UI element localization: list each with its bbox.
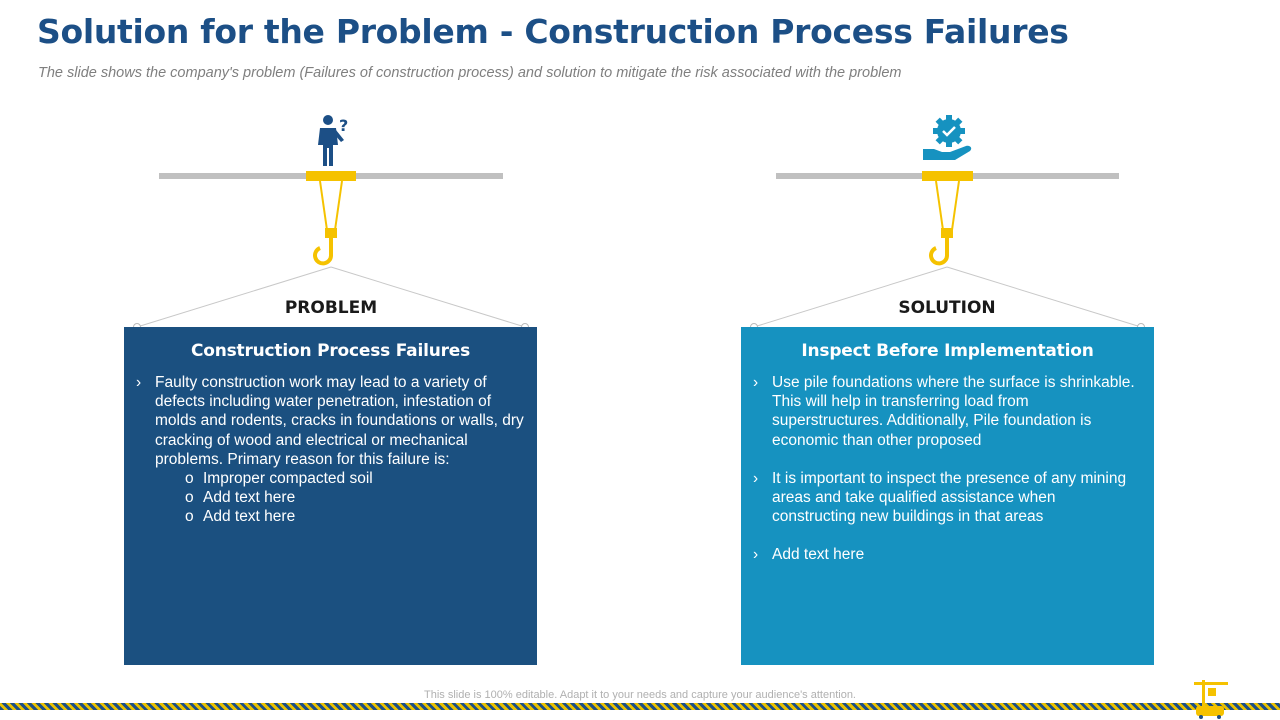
chevron-right-icon: › xyxy=(753,469,759,487)
chevron-right-icon: › xyxy=(136,374,142,391)
list-item: › Add text here xyxy=(753,545,1142,564)
slide-title: Solution for the Problem - Construction … xyxy=(37,12,1069,51)
list-item: Add text here xyxy=(185,488,525,507)
solution-bullet-text: Add text here xyxy=(772,546,865,564)
footer-note: This slide is 100% editable. Adapt it to… xyxy=(424,689,856,701)
chevron-right-icon: › xyxy=(753,374,759,391)
problem-heading: Construction Process Failures xyxy=(190,341,471,361)
solution-label: SOLUTION xyxy=(898,298,996,318)
problem-hook-icon xyxy=(313,238,333,266)
crane-logo-icon xyxy=(1194,680,1228,719)
solution-heading: Inspect Before Implementation xyxy=(801,341,1094,361)
problem-card: Construction Process Failures › Faulty c… xyxy=(124,327,537,665)
solution-crane xyxy=(750,115,1145,331)
list-item: Improper compacted soil xyxy=(185,469,525,488)
solution-card: Inspect Before Implementation › Use pile… xyxy=(741,327,1154,665)
list-item: Add text here xyxy=(185,507,525,526)
solution-hook-icon xyxy=(929,238,949,266)
solution-trolley xyxy=(922,171,973,181)
person-question-icon: ? xyxy=(318,115,348,166)
problem-label: PROBLEM xyxy=(284,298,378,318)
footer-stripe xyxy=(0,703,1280,710)
gear-hand-icon xyxy=(923,115,972,160)
svg-text:?: ? xyxy=(339,116,348,135)
solution-bullet-text: Use pile foundations where the surface i… xyxy=(772,374,1135,449)
list-item: › Faulty construction work may lead to a… xyxy=(136,373,525,527)
list-item: › It is important to inspect the presenc… xyxy=(753,469,1142,527)
list-item: › Use pile foundations where the surface… xyxy=(753,373,1142,450)
problem-bullet-text: Faulty construction work may lead to a v… xyxy=(155,374,524,468)
slide-subtitle: The slide shows the company's problem (F… xyxy=(38,65,902,81)
problem-trolley xyxy=(306,171,356,181)
solution-bullet-text: It is important to inspect the presence … xyxy=(772,469,1127,526)
chevron-right-icon: › xyxy=(753,546,759,564)
